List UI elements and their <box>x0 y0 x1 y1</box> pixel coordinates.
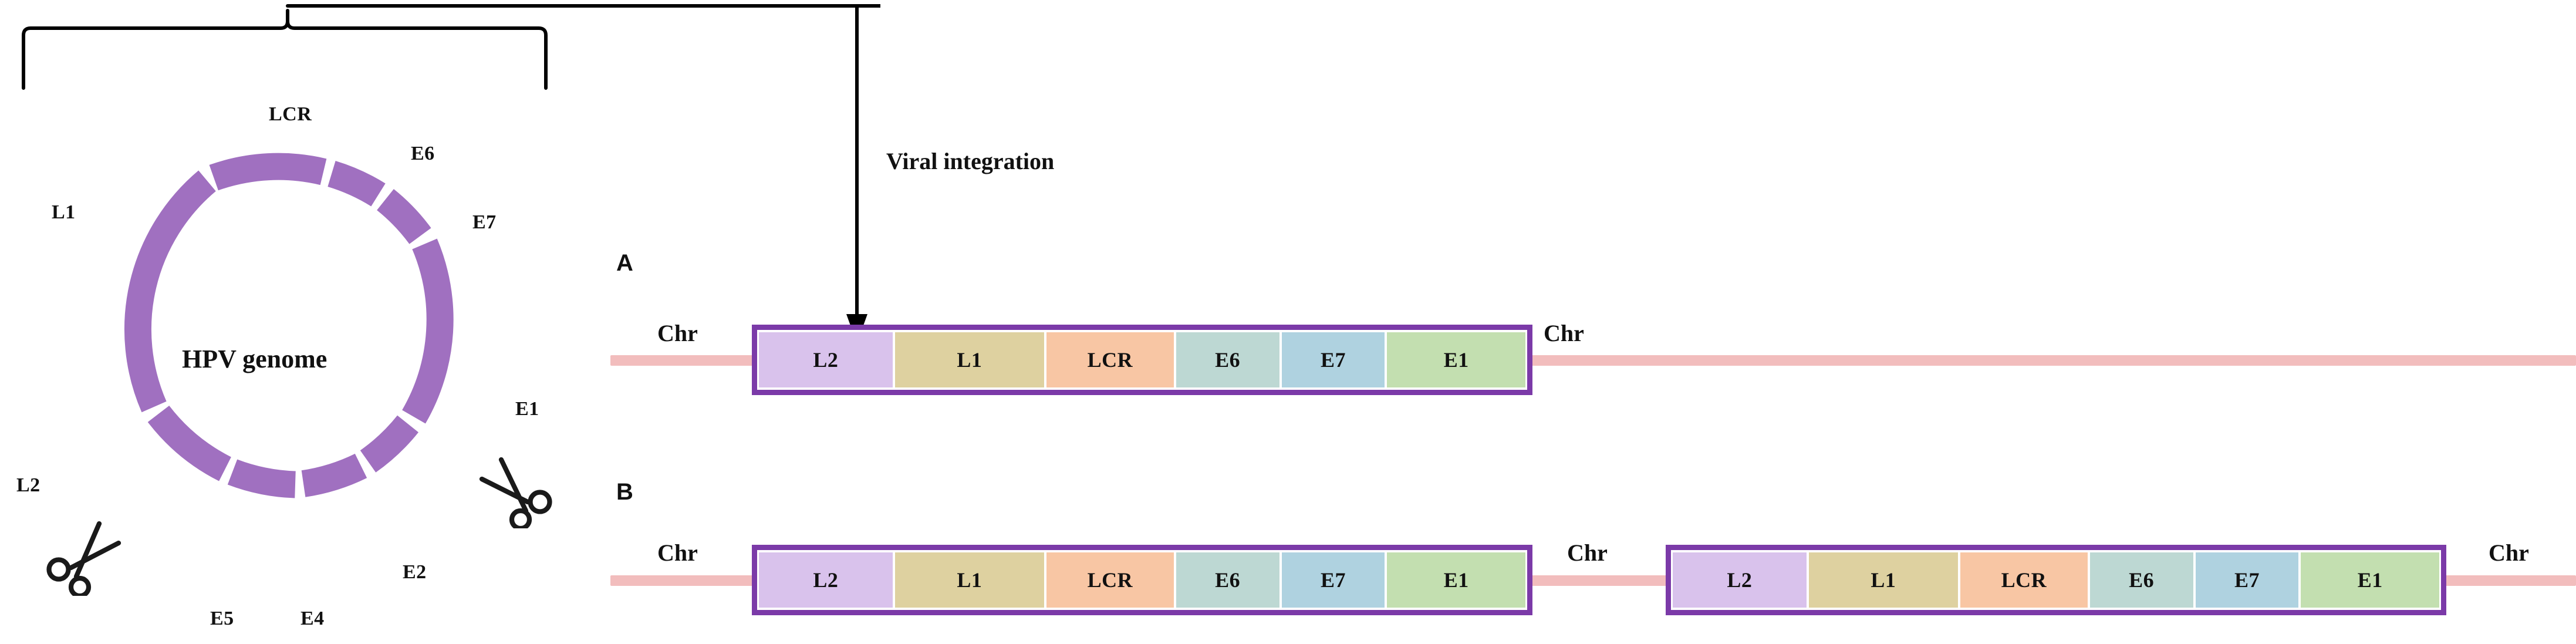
gene-block-e7[interactable]: E7 <box>2195 552 2299 608</box>
gene-label-lcr: LCR <box>1087 568 1133 592</box>
chr-label-a-right: Chr <box>1544 320 1584 346</box>
viral-cassette-b-2[interactable]: L2 L1 LCR E6 E7 E1 <box>1666 545 2446 615</box>
viral-cassette-a-1[interactable]: L2 L1 LCR E6 E7 E1 <box>752 325 1532 395</box>
gene-block-l2[interactable]: L2 <box>1673 552 1807 608</box>
gene-block-e6[interactable]: E6 <box>1176 552 1279 608</box>
panel-letter-a: A <box>616 250 633 276</box>
gene-block-e6[interactable]: E6 <box>2089 552 2193 608</box>
scissors-icon-right <box>470 440 558 528</box>
panel-letter-b: B <box>616 479 633 505</box>
viral-cassette-b-1[interactable]: L2 L1 LCR E6 E7 E1 <box>752 545 1532 615</box>
gene-block-lcr[interactable]: LCR <box>1046 552 1174 608</box>
gene-block-lcr[interactable]: LCR <box>1960 552 2088 608</box>
gene-label-e7: E7 <box>1321 568 1346 592</box>
circle-label-e5: E5 <box>210 608 234 629</box>
chr-label-b-left: Chr <box>657 540 698 566</box>
chr-label-b-right: Chr <box>2489 540 2529 566</box>
circle-label-l1: L1 <box>52 201 76 223</box>
gene-label-e6: E6 <box>1215 348 1241 372</box>
gene-block-l1[interactable]: L1 <box>1808 552 1959 608</box>
viral-integration-label: Viral integration <box>886 148 1055 174</box>
chr-label-b-middle: Chr <box>1567 540 1608 566</box>
circle-label-l2: L2 <box>16 474 40 496</box>
circle-label-e6: E6 <box>411 143 435 164</box>
circle-label-e2: E2 <box>403 561 427 583</box>
gene-label-lcr: LCR <box>1087 348 1133 372</box>
gene-label-l2: L2 <box>1727 568 1753 592</box>
gene-block-e1[interactable]: E1 <box>1387 552 1525 608</box>
gene-label-l2: L2 <box>813 348 839 372</box>
gene-label-l1: L1 <box>957 348 983 372</box>
circle-label-e7: E7 <box>472 211 497 233</box>
circle-label-e4: E4 <box>301 608 325 629</box>
gene-block-l2[interactable]: L2 <box>759 332 893 387</box>
gene-block-e6[interactable]: E6 <box>1176 332 1279 387</box>
gene-block-l2[interactable]: L2 <box>759 552 893 608</box>
gene-label-e7: E7 <box>2234 568 2260 592</box>
circle-label-lcr: LCR <box>269 103 312 125</box>
gene-label-e6: E6 <box>1215 568 1241 592</box>
circle-label-e1: E1 <box>515 398 539 420</box>
gene-label-e1: E1 <box>2357 568 2383 592</box>
gene-block-e7[interactable]: E7 <box>1281 332 1385 387</box>
gene-label-e1: E1 <box>1443 568 1469 592</box>
scissors-icon-left <box>41 508 129 596</box>
gene-block-l1[interactable]: L1 <box>894 552 1045 608</box>
chr-label-a-left: Chr <box>657 320 698 346</box>
gene-label-lcr: LCR <box>2001 568 2047 592</box>
gene-block-e1[interactable]: E1 <box>2301 552 2439 608</box>
hpv-genome-circle <box>70 91 528 549</box>
gene-label-l1: L1 <box>957 568 983 592</box>
gene-label-e1: E1 <box>1443 348 1469 372</box>
integration-bracket <box>0 0 880 106</box>
gene-block-e7[interactable]: E7 <box>1281 552 1385 608</box>
gene-label-e7: E7 <box>1321 348 1346 372</box>
gene-block-lcr[interactable]: LCR <box>1046 332 1174 387</box>
gene-block-l1[interactable]: L1 <box>894 332 1045 387</box>
gene-label-e6: E6 <box>2129 568 2155 592</box>
viral-integration-arrow <box>810 0 904 352</box>
gene-block-e1[interactable]: E1 <box>1387 332 1525 387</box>
gene-label-l1: L1 <box>1871 568 1896 592</box>
gene-label-l2: L2 <box>813 568 839 592</box>
hpv-genome-center-label: HPV genome <box>182 345 328 373</box>
